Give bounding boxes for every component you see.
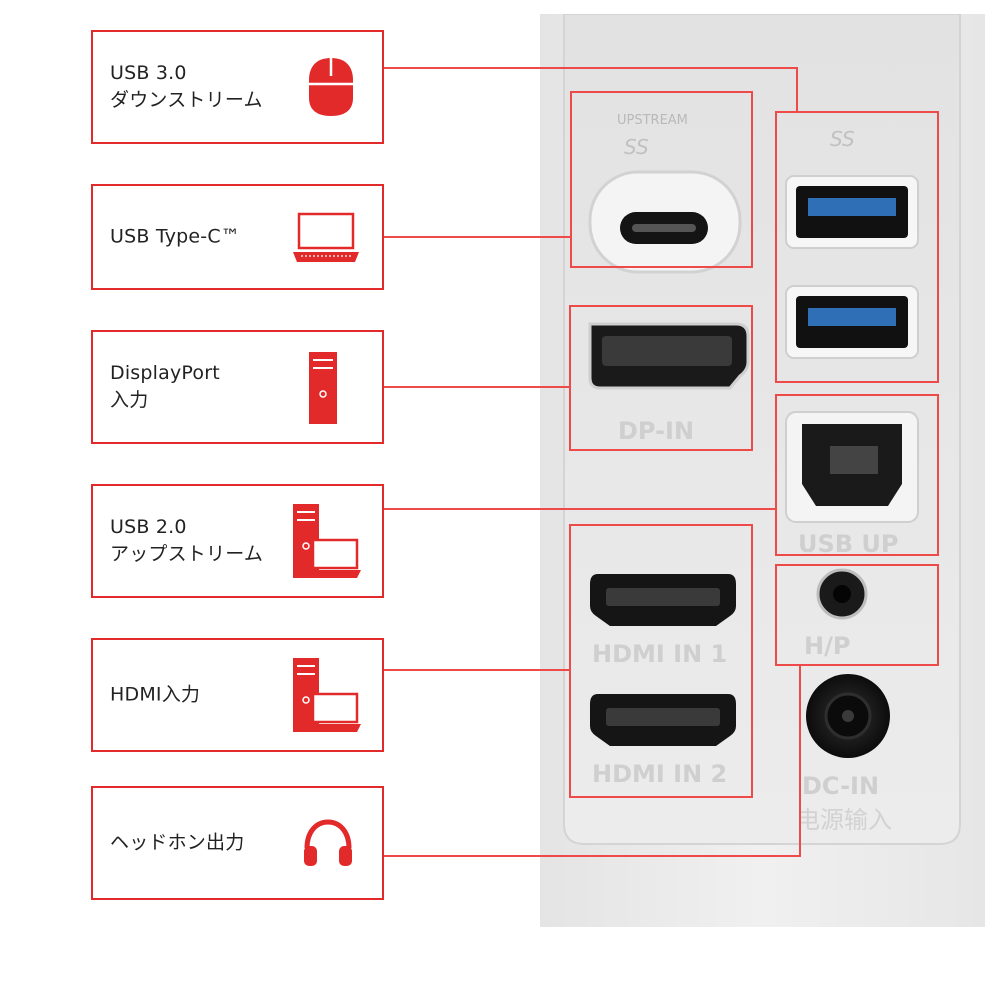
superspeed-label: SS <box>624 135 649 159</box>
usb-up-label: USB UP <box>798 530 899 558</box>
pc-tower-icon <box>309 352 337 424</box>
upstream-label: UPSTREAM <box>617 113 688 128</box>
hdmi-in-1-label: HDMI IN 1 <box>592 640 727 668</box>
hp-label: H/P <box>804 632 850 660</box>
callout-usb-type-c: USB Type-C™ <box>91 184 384 290</box>
superspeed-label: SS <box>830 127 855 151</box>
dc-in-label: DC-IN <box>802 772 879 800</box>
dp-in-label: DP-IN <box>618 417 694 445</box>
callout-headphone-out: ヘッドホン出力 <box>91 786 384 900</box>
laptop-icon <box>293 212 359 262</box>
monitor-port-panel: UPSTREAM SS DP-IN SS USB UP HDMI IN 1 HD… <box>540 14 985 927</box>
hdmi-in-2-label: HDMI IN 2 <box>592 760 727 788</box>
headphones-icon <box>304 819 352 866</box>
callout-label: HDMI入力 <box>110 683 201 706</box>
dc-in-cn-label: 电源输入 <box>796 806 892 834</box>
pc-and-laptop-icon <box>293 658 361 732</box>
callout-label: USB Type-C™ <box>110 225 241 248</box>
callout-hdmi-in: HDMI入力 <box>91 638 384 752</box>
mouse-icon <box>309 58 353 116</box>
callout-label: ヘッドホン出力 <box>110 831 245 854</box>
pc-and-laptop-icon <box>293 504 361 578</box>
